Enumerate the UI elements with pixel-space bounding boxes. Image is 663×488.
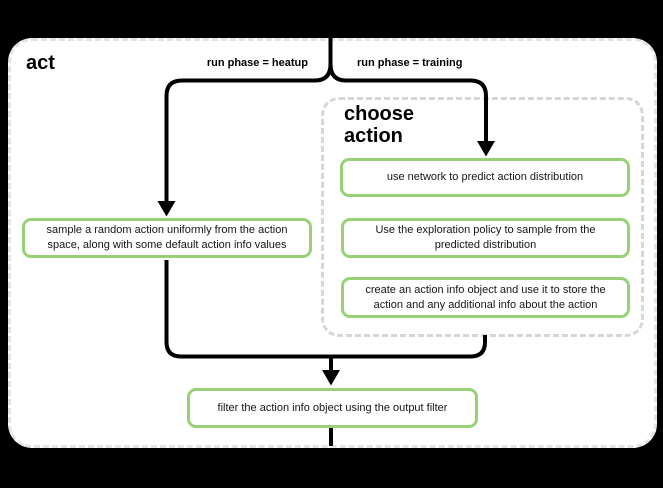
node-predict-distribution: use network to predict action distributi… (340, 158, 630, 197)
node-exploration-policy: Use the exploration policy to sample fro… (341, 218, 630, 258)
node-filter-output: filter the action info object using the … (187, 388, 478, 428)
edge-label-training: run phase = training (357, 57, 463, 69)
panel-title: act (26, 52, 55, 74)
node-create-action-info: create an action info object and use it … (341, 277, 630, 318)
node-sample-random-action: sample a random action uniformly from th… (22, 218, 312, 258)
group-title: choose action (344, 103, 415, 147)
edge-label-heatup: run phase = heatup (206, 57, 308, 69)
